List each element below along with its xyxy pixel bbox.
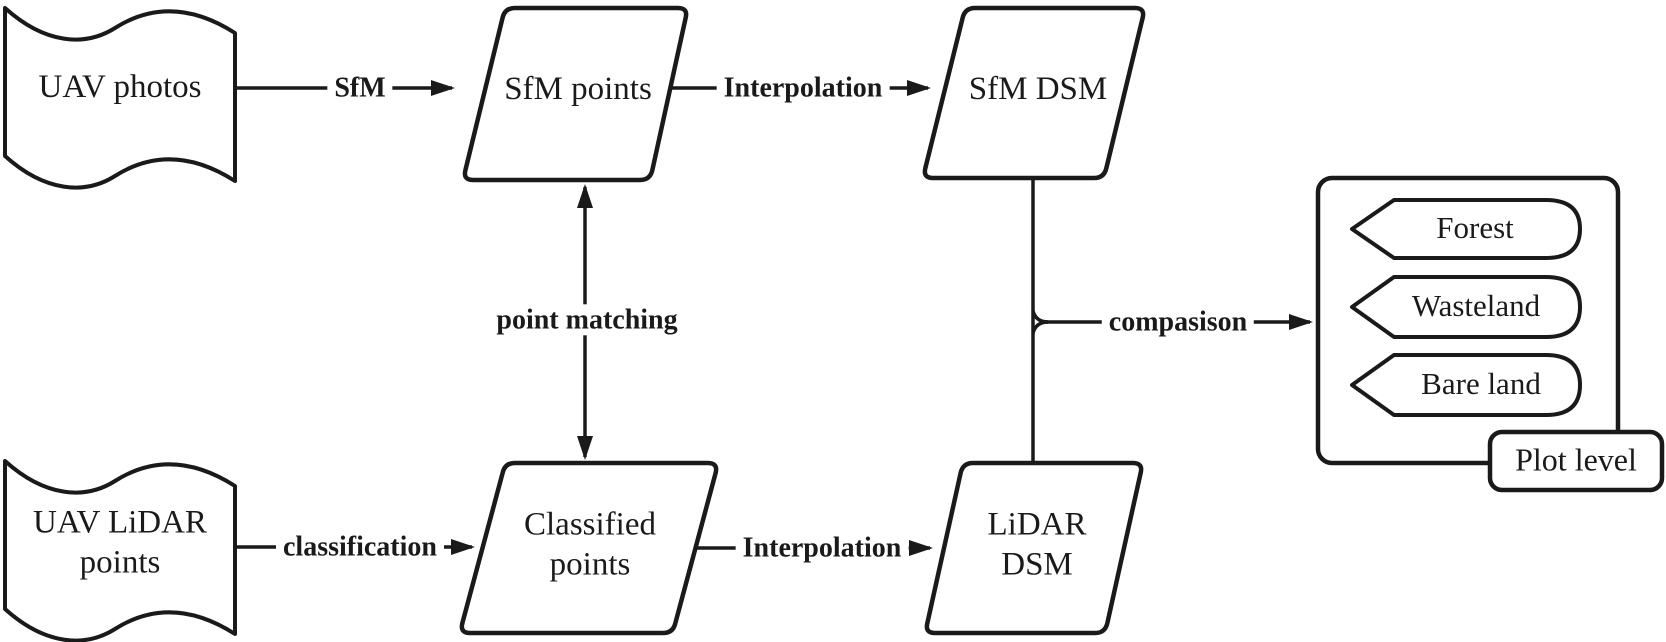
wasteland-tag-label: Wasteland	[1411, 288, 1541, 323]
plot-level-box	[1487, 429, 1665, 493]
sfm-dsm-shape	[922, 5, 1146, 181]
classified-points-label: Classified points	[524, 506, 656, 582]
uav-photos-shape	[3, 6, 237, 190]
uav-photos-label: UAV photos	[38, 69, 202, 106]
wasteland-tag-shape	[1350, 275, 1582, 339]
interpolation-bottom-edge-label: Interpolation	[735, 532, 909, 564]
sfm-points-shape	[462, 5, 689, 183]
comparison-junction-lower	[1031, 320, 1049, 334]
plot-level-caption: Plot level	[1515, 441, 1637, 478]
uav-lidar-points-shape	[3, 459, 237, 642]
interpolation-top-edge-label: Interpolation	[716, 72, 890, 104]
bare-land-tag-label: Bare land	[1421, 366, 1541, 401]
comparison-edge-label: compasison	[1101, 306, 1255, 338]
forest-tag-shape	[1350, 198, 1582, 260]
sfm-points-label: SfM points	[504, 71, 652, 108]
point-matching-edge-label: point matching	[489, 304, 685, 336]
classification-edge-label: classification	[276, 531, 444, 563]
uav-lidar-points-label: UAV LiDAR points	[33, 504, 207, 580]
bare-land-tag-shape	[1350, 353, 1582, 417]
forest-tag-label: Forest	[1436, 210, 1514, 245]
classified-points-shape	[459, 460, 719, 636]
sfm-edge-label: SfM	[327, 72, 393, 104]
sfm-dsm-label: SfM DSM	[968, 71, 1108, 108]
lidar-dsm-label: LiDAR DSM	[987, 506, 1087, 582]
lidar-dsm-shape	[924, 460, 1144, 636]
